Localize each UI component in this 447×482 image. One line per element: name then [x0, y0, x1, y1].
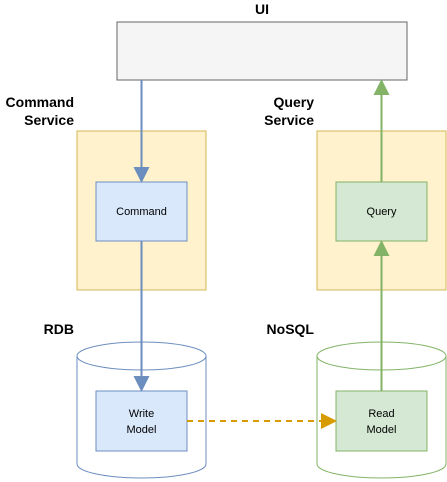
query-node: [335, 181, 428, 242]
command-node-label: Command: [116, 206, 167, 218]
write-model-node: [95, 390, 188, 452]
write-model-label-line-1: Write: [129, 408, 154, 420]
read-model-node: [335, 390, 428, 452]
command-service-label-line-1: Command: [6, 94, 74, 110]
rdb-label: RDB: [44, 321, 74, 337]
ui-label: UI: [255, 1, 269, 17]
read-model-label-line-2: Model: [367, 424, 397, 436]
command-service-label-line-2: Service: [24, 112, 74, 128]
query-service-label-line-1: Query: [274, 94, 315, 110]
ui-box: [116, 21, 408, 81]
read-model-label-line-1: Read: [368, 408, 394, 420]
write-model-label-line-2: Model: [127, 424, 157, 436]
query-service-label-line-2: Service: [264, 112, 314, 128]
query-node-label: Query: [367, 206, 397, 218]
nosql-label: NoSQL: [267, 321, 315, 337]
